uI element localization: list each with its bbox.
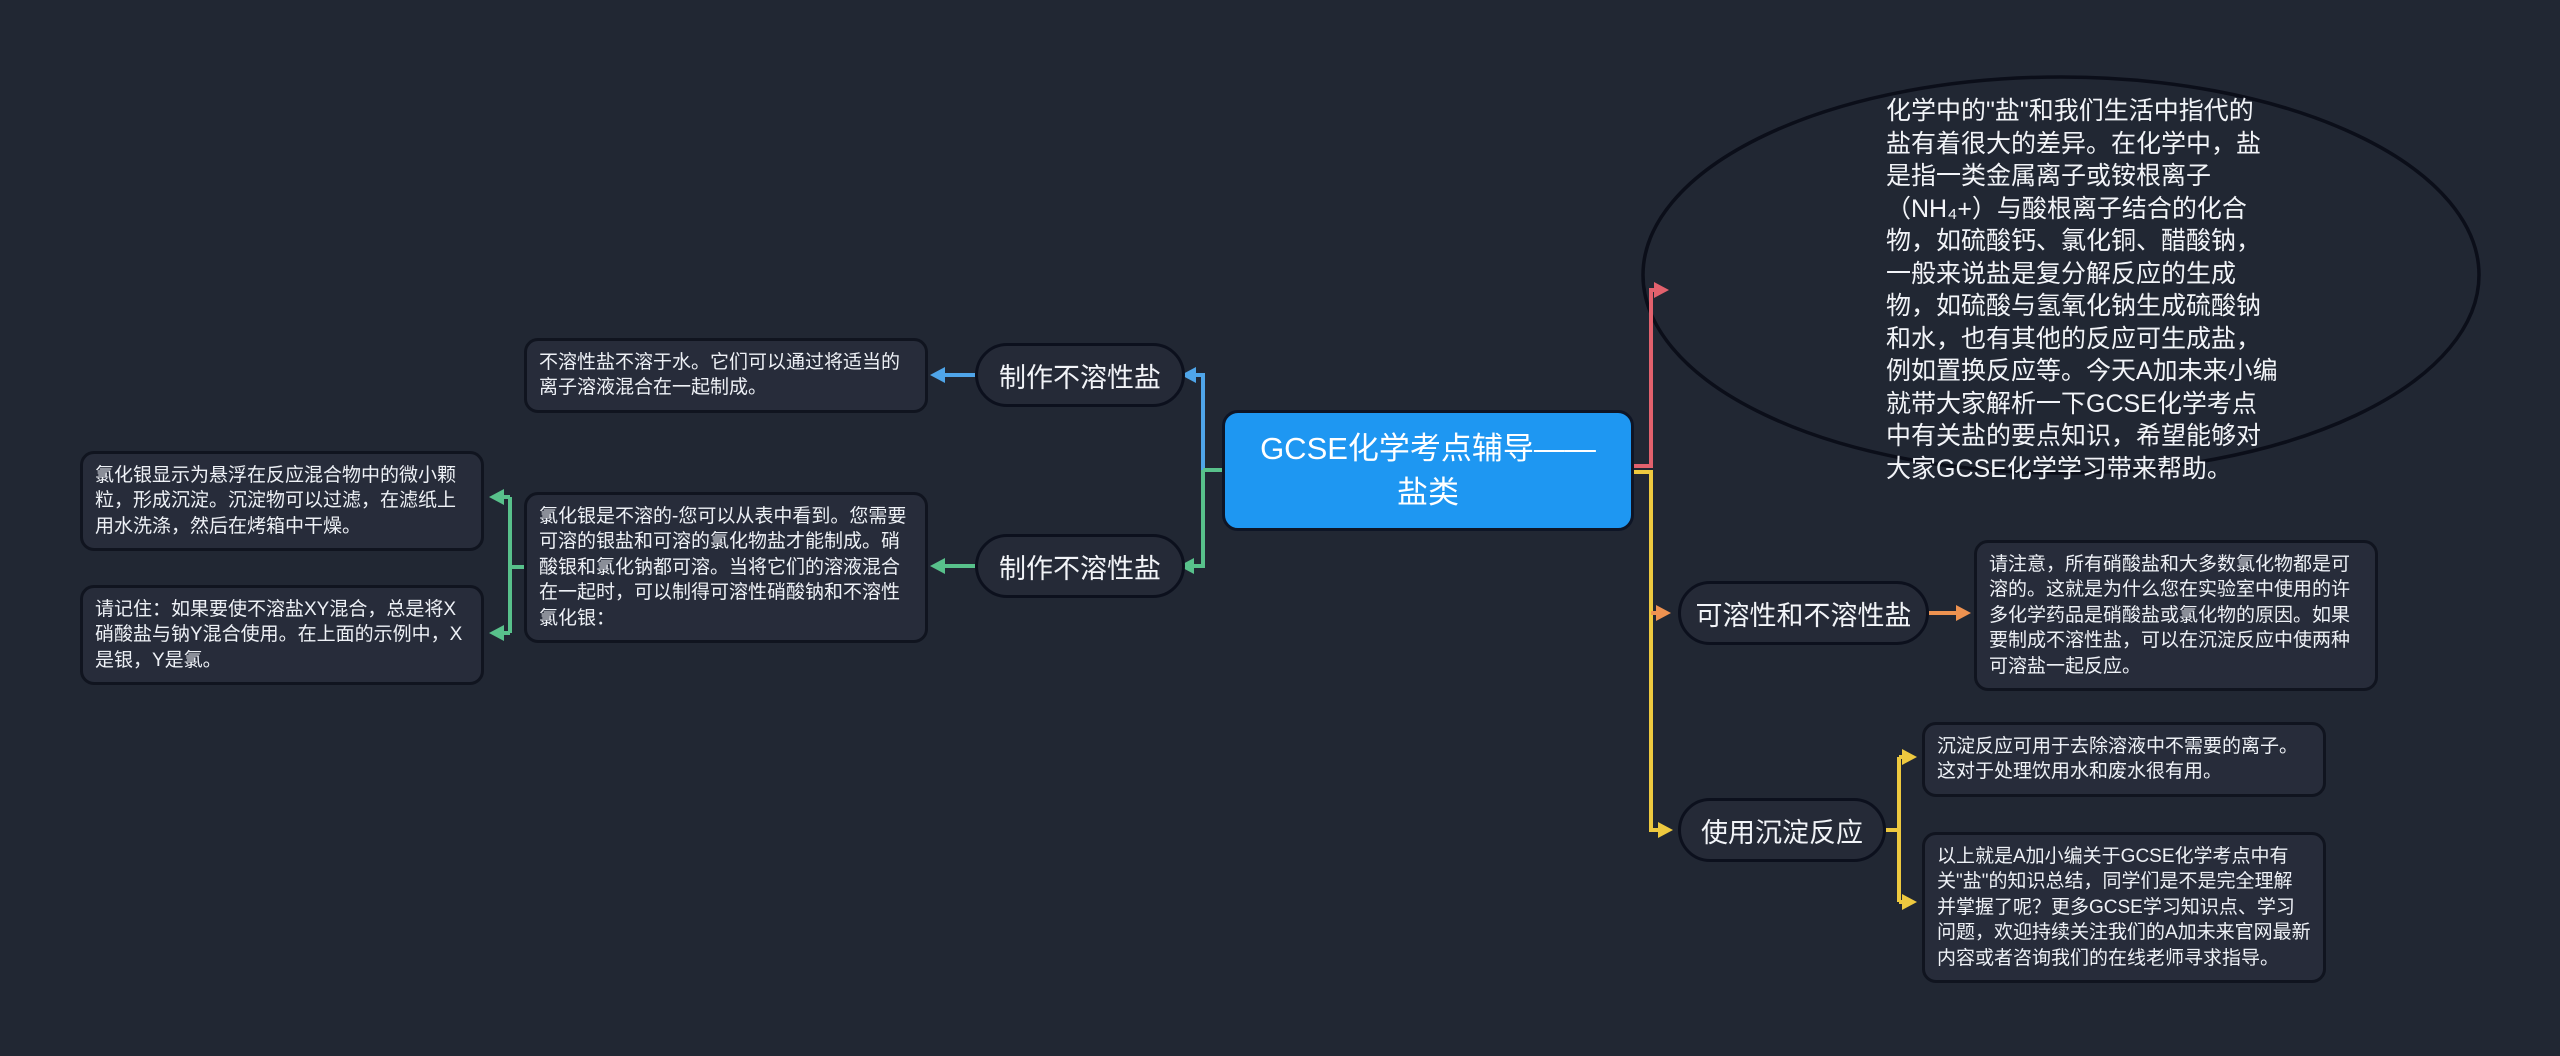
intro-ellipse-outline — [1641, 75, 2481, 475]
connector-yellow-notes — [1886, 755, 1906, 904]
connector-red-intro — [1634, 288, 1658, 468]
note-precipitation-water-treatment[interactable]: 沉淀反应可用于去除溶液中不需要的离子。这对于处理饮用水和废水很有用。 — [1922, 722, 2326, 797]
branch-node-make-insoluble-salt-2[interactable]: 制作不溶性盐 — [975, 534, 1185, 598]
arrowhead-green-subnote-2 — [489, 625, 504, 641]
note-nitrates-chlorides-soluble[interactable]: 请注意，所有硝酸盐和大多数氯化物都是可溶的。这就是为什么您在实验室中使用的许多化… — [1974, 540, 2378, 692]
arrowhead-blue-node — [1181, 367, 1196, 383]
intro-note[interactable]: 化学中的"盐"和我们生活中指代的盐有着很大的差异。在化学中，盐是指一类金属离子或… — [1886, 97, 2278, 483]
arrowhead-yellow-node — [1658, 822, 1673, 838]
root-node[interactable]: GCSE化学考点辅导——盐类 — [1222, 410, 1634, 531]
branch-node-label: 制作不溶性盐 — [999, 553, 1161, 584]
connector-yellow-trunk — [1634, 470, 1662, 832]
root-node-label: GCSE化学考点辅导——盐类 — [1260, 431, 1596, 510]
arrowhead-orange-node — [1656, 605, 1671, 621]
branch-node-label: 可溶性和不溶性盐 — [1695, 600, 1912, 631]
note-summary-outro[interactable]: 以上就是A加小编关于GCSE化学考点中有关"盐"的知识总结，同学们是不是完全理解… — [1922, 832, 2326, 984]
arrowhead-green-note — [930, 558, 945, 574]
note-insoluble-salt-making[interactable]: 不溶性盐不溶于水。它们可以通过将适当的离子溶液混合在一起制成。 — [524, 338, 928, 413]
branch-node-label: 使用沉淀反应 — [1701, 817, 1863, 848]
note-remember-xy-rule[interactable]: 请记住：如果要使不溶盐XY混合，总是将X硝酸盐与钠Y混合使用。在上面的示例中，X… — [80, 585, 484, 686]
arrowhead-yellow-note-1 — [1902, 749, 1917, 765]
arrowhead-orange-note — [1956, 605, 1971, 621]
branch-node-use-precipitation[interactable]: 使用沉淀反应 — [1678, 798, 1886, 862]
branch-node-label: 制作不溶性盐 — [999, 362, 1161, 393]
branch-node-make-insoluble-salt-1[interactable]: 制作不溶性盐 — [975, 343, 1185, 407]
arrowhead-blue-note — [930, 367, 945, 383]
note-silver-chloride[interactable]: 氯化银是不溶的-您可以从表中看到。您需要可溶的银盐和可溶的氯化物盐才能制成。硝酸… — [524, 492, 928, 644]
arrowhead-green-subnote-1 — [489, 489, 504, 505]
arrowhead-yellow-note-2 — [1902, 894, 1917, 910]
branch-node-soluble-insoluble-salts[interactable]: 可溶性和不溶性盐 — [1678, 581, 1929, 645]
connector-blue-trunk — [1192, 373, 1205, 470]
connector-green-subnotes — [500, 495, 524, 635]
connector-green-trunk — [1190, 468, 1222, 568]
arrowhead-red-intro — [1654, 282, 1669, 298]
note-precipitate-filtering[interactable]: 氯化银显示为悬浮在反应混合物中的微小颗粒，形成沉淀。沉淀物可以过滤，在滤纸上用水… — [80, 451, 484, 552]
arrowhead-green-node — [1179, 558, 1194, 574]
